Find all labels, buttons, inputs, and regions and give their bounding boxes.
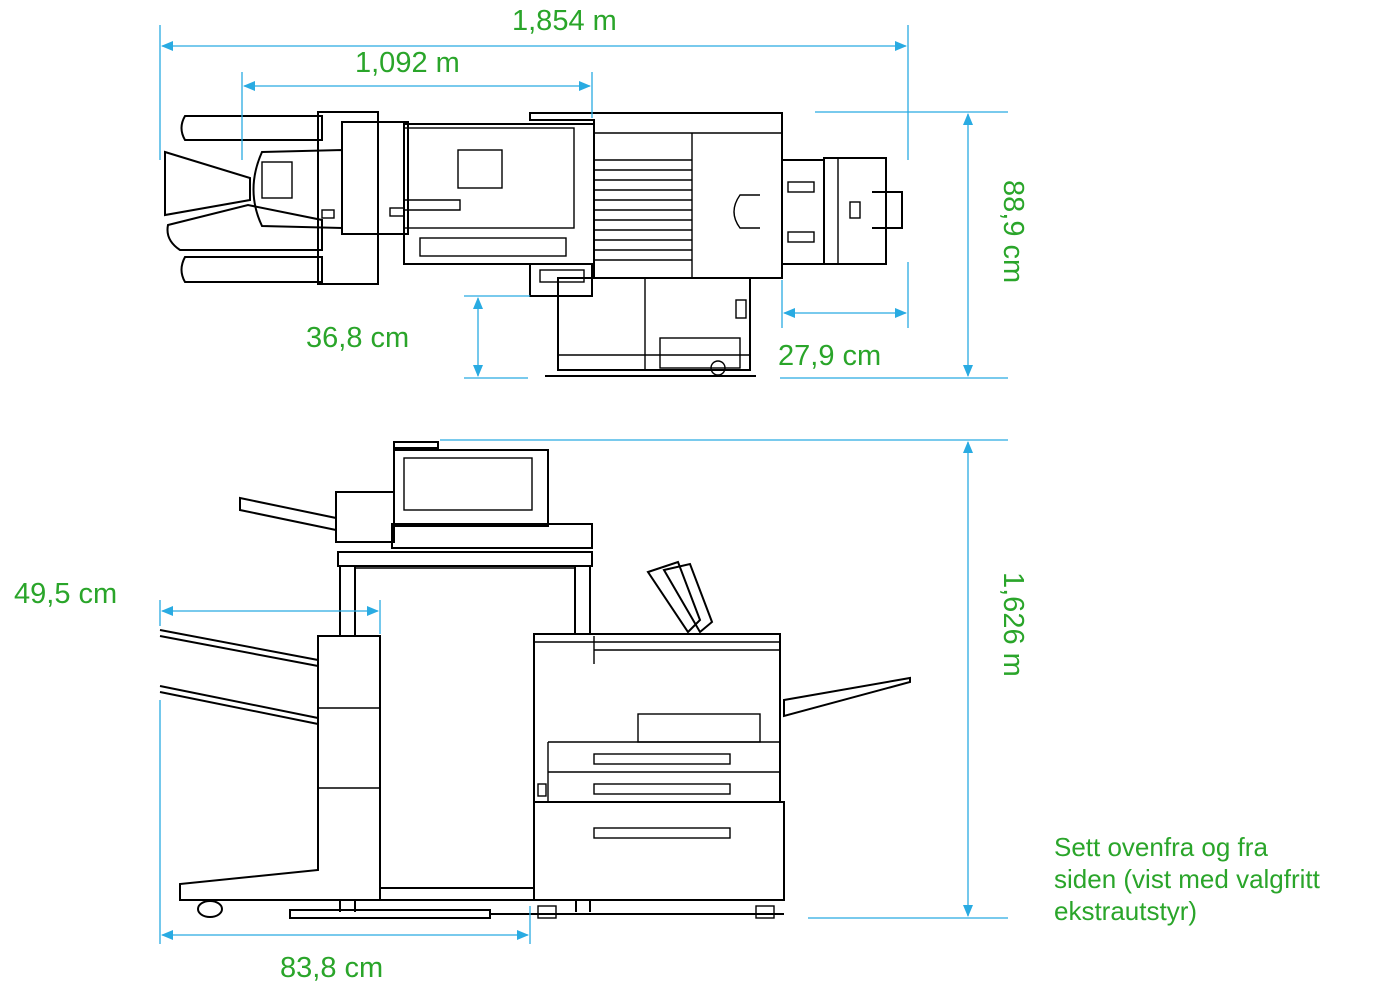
caption: Sett ovenfra og fra siden (vist med valg…	[1054, 832, 1321, 926]
label-top-width-to-printer: 1,092 m	[355, 47, 460, 79]
side-view	[159, 441, 911, 919]
top-side-tray	[781, 157, 903, 265]
label-side-height: 1,626 m	[997, 572, 1029, 677]
side-printer-body	[289, 560, 911, 919]
caption-line-1: Sett ovenfra og fra	[1054, 832, 1268, 862]
caption-line-3: ekstrautstyr)	[1054, 896, 1197, 926]
side-frame	[337, 551, 593, 636]
label-top-total-width: 1,854 m	[512, 5, 617, 37]
side-finisher-upper	[239, 441, 593, 549]
dimension-labels: 1,854 m 1,092 m 88,9 cm 36,8 cm 27,9 cm …	[14, 5, 1029, 983]
label-top-front-offset: 36,8 cm	[306, 322, 409, 354]
label-side-finisher-width: 49,5 cm	[14, 578, 117, 610]
top-printer-body	[529, 112, 783, 377]
label-top-right-tray: 27,9 cm	[778, 340, 881, 372]
top-view	[164, 111, 903, 377]
label-side-base-width: 83,8 cm	[280, 952, 383, 983]
top-finisher	[252, 121, 595, 265]
measure-lines	[159, 25, 1008, 944]
label-top-depth: 88,9 cm	[997, 180, 1029, 283]
top-output-bins	[164, 111, 379, 285]
caption-line-2: siden (vist med valgfritt	[1054, 864, 1321, 894]
side-finisher-tower	[159, 629, 535, 918]
